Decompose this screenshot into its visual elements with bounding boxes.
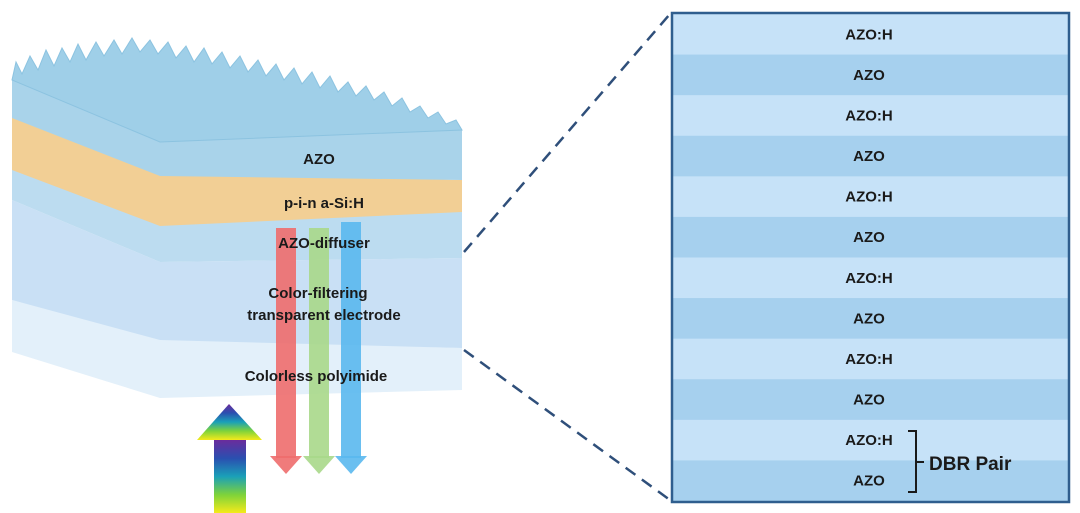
azo-label: AZO xyxy=(303,151,335,168)
sunlight-arrow xyxy=(197,404,262,513)
pin-label: p-i-n a-Si:H xyxy=(284,195,364,212)
red-arrow xyxy=(270,228,302,474)
cfte-label-line1: Color-filtering xyxy=(268,285,367,302)
dbr-layer-band xyxy=(673,257,1068,299)
dbr-layer-label: AZO xyxy=(853,310,885,327)
azo-layer xyxy=(12,80,462,180)
dbr-border xyxy=(670,11,1071,504)
pin-layer xyxy=(12,112,462,226)
dbr-pair-bracket: DBR Pair xyxy=(908,430,1012,493)
dbr-layer-label: AZO xyxy=(853,67,885,84)
dbr-layer-band xyxy=(673,135,1068,177)
diffuser-label: AZO-diffuser xyxy=(278,235,370,252)
dbr-layer-label: AZO xyxy=(853,229,885,246)
dbr-layer-band xyxy=(673,419,1068,461)
dbr-layer-band xyxy=(673,95,1068,137)
dbr-layer-label: AZO:H xyxy=(845,432,893,449)
dbr-layer-band xyxy=(673,298,1068,340)
cpi-label: Colorless polyimide xyxy=(245,368,388,385)
dbr-layer-label: AZO:H xyxy=(845,107,893,124)
dbr-layer-label: AZO xyxy=(853,392,885,409)
dbr-layer-band xyxy=(673,338,1068,380)
device-stack xyxy=(11,37,463,398)
dbr-layer-band xyxy=(673,216,1068,258)
layer-labels: AZO p-i-n a-Si:H AZO-diffuser Color-filt… xyxy=(245,151,401,385)
dbr-stack: AZO:H AZO AZO:H AZO AZO:H AZO AZO:H AZO AZO:H AZO… xyxy=(670,11,1071,504)
zoom-line-bottom xyxy=(463,348,671,502)
textured-surface xyxy=(11,37,463,143)
dbr-layer-label: AZO:H xyxy=(845,270,893,287)
blue-arrow xyxy=(335,222,367,474)
zoom-line-top xyxy=(463,13,671,253)
dbr-layer-band xyxy=(673,176,1068,218)
zoom-lines xyxy=(463,13,671,502)
dbr-layer-label: AZO xyxy=(853,473,885,490)
dbr-layer-band xyxy=(673,14,1068,56)
dbr-layer-band xyxy=(673,54,1068,96)
dbr-layer-label: AZO:H xyxy=(845,351,893,368)
cfte-label-line2: transparent electrode xyxy=(247,307,400,324)
bracket-icon xyxy=(908,430,924,493)
dbr-layer-band xyxy=(673,460,1068,502)
dbr-layer-label: AZO:H xyxy=(845,189,893,206)
dbr-layer-label: AZO xyxy=(853,148,885,165)
green-arrow xyxy=(303,228,335,474)
light-arrows xyxy=(270,222,367,474)
dbr-layer-band xyxy=(673,379,1068,421)
dbr-pair-label: DBR Pair xyxy=(929,454,1012,475)
dbr-layer-label: AZO:H xyxy=(845,26,893,43)
